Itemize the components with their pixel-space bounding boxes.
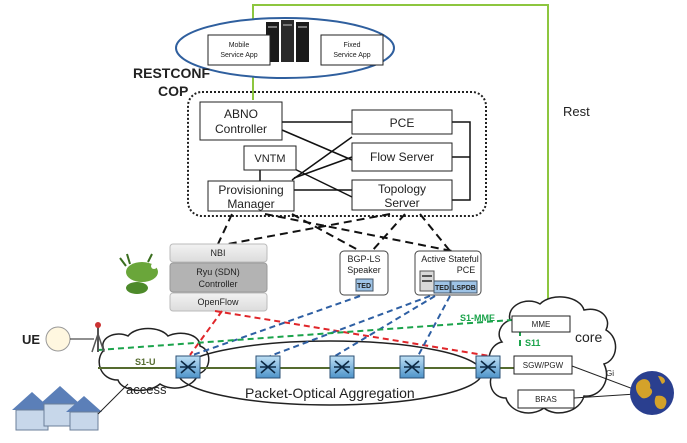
ryu-dragon-icon	[119, 253, 158, 294]
cop-label: COP	[158, 83, 188, 99]
mobile-app-line2: Service App	[220, 52, 257, 59]
flow-server-box	[351, 142, 453, 172]
abno-to-controllers-links	[217, 213, 453, 252]
optical-switch-icon	[329, 355, 355, 379]
restconf-label: RESTCONF	[133, 65, 210, 81]
topology-line1: Topology	[378, 182, 426, 196]
s1-mme-link	[97, 319, 513, 351]
provisioning-line1: Provisioning	[218, 183, 283, 197]
optical-switch-icon	[175, 355, 201, 379]
pce-ted-label: TED	[435, 285, 449, 292]
nbi-box	[169, 243, 268, 263]
mme-label: MME	[532, 320, 551, 329]
mme-box	[511, 315, 571, 333]
mobile-app-line1: Mobile	[229, 42, 250, 49]
bgp-line2: Speaker	[347, 265, 381, 275]
pce-stateful-line2: PCE	[457, 265, 476, 275]
vntm-box	[243, 145, 297, 171]
pce-stateful-line1: Active Stateful	[421, 254, 479, 264]
pcep-link-1	[269, 295, 431, 357]
pce-label: PCE	[390, 116, 415, 130]
access-label: access	[126, 382, 167, 397]
optical-switch-icon	[255, 355, 281, 379]
provisioning-manager-box	[207, 180, 295, 212]
topology-line2: Server	[384, 196, 419, 210]
bras-box	[517, 389, 575, 409]
ryu-line2: Controller	[198, 279, 237, 289]
optical-switch-icon	[475, 355, 501, 379]
openflow-link-right	[214, 310, 491, 357]
bgp-ls-speaker-box	[339, 250, 389, 296]
pcep-link-4	[189, 295, 361, 357]
openflow-link-left	[189, 310, 223, 356]
optical-switches	[175, 355, 501, 379]
bras-link	[573, 393, 637, 399]
pce-ted-box	[433, 280, 451, 294]
rest-label: Rest	[563, 104, 590, 119]
core-label: core	[575, 329, 602, 345]
topology-server-box	[351, 179, 453, 211]
antenna-icon	[91, 322, 105, 353]
abno-controller-line1: ABNO	[224, 107, 258, 121]
sgw-pgw-label: SGW/PGW	[523, 361, 564, 370]
s11-label: S11	[525, 338, 541, 348]
sgw-pgw-box	[513, 355, 573, 375]
lspdb-box	[450, 280, 478, 294]
vntm-label: VNTM	[254, 153, 285, 165]
ue-label: UE	[22, 332, 40, 347]
gi-label: Gi	[606, 369, 614, 378]
bgp-ted-label: TED	[357, 283, 371, 290]
bgp-line1: BGP-LS	[347, 254, 380, 264]
ryu-line1: Ryu (SDN)	[196, 267, 240, 277]
houses-icon	[12, 386, 102, 431]
lspdb-label: LSPDB	[452, 285, 476, 292]
gi-link	[571, 365, 637, 391]
pcep-link-3	[417, 295, 451, 357]
s1-u-label: S1-U	[135, 357, 156, 367]
pce-server-icon	[419, 270, 435, 292]
ue-device-icon	[45, 326, 71, 352]
bgp-ted-box	[355, 278, 374, 292]
ryu-controller-box	[169, 262, 268, 293]
bras-label: BRAS	[535, 395, 557, 404]
aggregation-label: Packet-Optical Aggregation	[245, 385, 415, 401]
flow-server-label: Flow Server	[370, 150, 434, 164]
houses-link	[97, 383, 129, 415]
abno-controller-box	[199, 101, 283, 141]
abno-frame	[187, 91, 487, 217]
pce-box	[351, 109, 453, 135]
openflow-label: OpenFlow	[197, 297, 239, 307]
fixed-app-line1: Fixed	[343, 42, 360, 49]
internet-globe-icon	[630, 371, 674, 415]
optical-switch-icon	[399, 355, 425, 379]
provisioning-line2: Manager	[227, 197, 274, 211]
fixed-service-app	[320, 34, 384, 66]
nbi-label: NBI	[210, 248, 225, 258]
fixed-app-line2: Service App	[333, 52, 370, 59]
s1-mme-label: S1-MME	[460, 313, 495, 323]
mobile-service-app	[207, 34, 271, 66]
abno-controller-line2: Controller	[215, 122, 267, 136]
server-rack-icon	[266, 20, 309, 62]
